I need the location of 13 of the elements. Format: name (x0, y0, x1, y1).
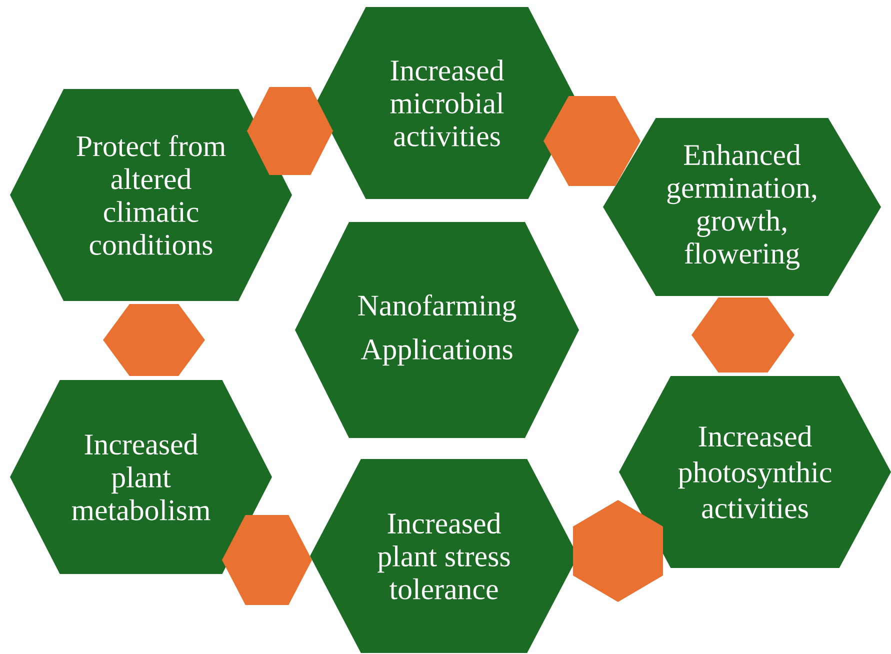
small-hexagon (222, 515, 312, 605)
hexagon: Increased photosynthic activities (619, 376, 891, 568)
small-hexagon (573, 500, 663, 602)
hexagon: Increased plant metabolism (10, 380, 272, 574)
hexagon: Increased plant stress tolerance (310, 459, 578, 653)
hexagon: Nanofarming Applications (295, 222, 579, 438)
small-hexagon (544, 96, 640, 186)
hexagon: Enhanced germination, growth, flowering (603, 118, 881, 296)
hexagon: Protect from altered climatic conditions (10, 89, 292, 301)
small-hexagon (103, 304, 205, 376)
small-hexagon (247, 87, 333, 175)
small-hexagon (692, 298, 794, 372)
hexagon: Increased microbial activities (316, 7, 578, 199)
